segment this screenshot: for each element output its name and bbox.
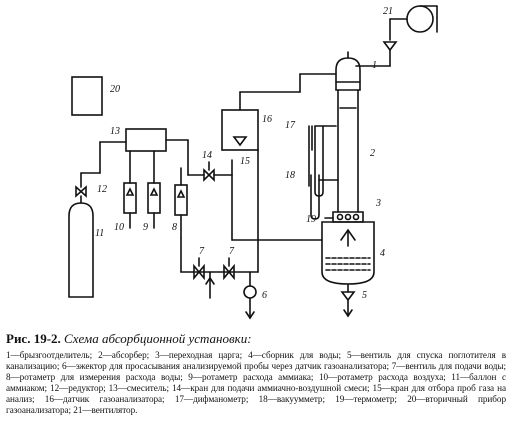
- mixer-box: [125, 128, 167, 152]
- water-collector: [321, 221, 375, 285]
- ejector: [243, 271, 257, 320]
- label-7b: 7: [229, 246, 235, 257]
- label-7a: 7: [199, 246, 205, 257]
- label-12: 12: [97, 184, 107, 195]
- label-14: 14: [202, 150, 212, 161]
- reducer-valve: [75, 141, 127, 198]
- label-10: 10: [114, 222, 124, 233]
- label-5: 5: [362, 290, 367, 301]
- label-3: 3: [375, 198, 381, 209]
- label-20: 20: [110, 84, 120, 95]
- vacuum-gauge: [310, 174, 339, 220]
- fan: [389, 5, 438, 41]
- valve-15: [232, 136, 248, 147]
- figure-title: Схема абсорбционной установки:: [64, 331, 252, 346]
- valve-7b: [223, 263, 235, 281]
- label-13: 13: [110, 126, 120, 137]
- figure-legend: 1—брызгоотделитель; 2—абсорбер; 3—перехо…: [6, 350, 506, 415]
- rotameter-air: [123, 150, 137, 229]
- label-1: 1: [372, 60, 377, 71]
- absorption-unit-diagram: 1 2 3 4 5 6 7 7 8 9 10 11 12 13 14 15 16…: [68, 5, 438, 320]
- label-18: 18: [285, 170, 295, 181]
- label-16: 16: [262, 114, 272, 125]
- label-8: 8: [172, 222, 177, 233]
- absorber-column: [337, 89, 359, 213]
- secondary-instrument-box: [71, 76, 103, 116]
- fan-valve: [382, 41, 398, 52]
- figure-caption: Рис. 19-2. Схема абсорбционной установки…: [6, 331, 506, 346]
- label-11: 11: [95, 228, 104, 239]
- drain-valve: [340, 291, 356, 302]
- figure-number: Рис. 19-2.: [6, 331, 61, 346]
- label-2: 2: [370, 148, 375, 159]
- rotameter-water: [174, 167, 188, 239]
- label-21: 21: [383, 6, 393, 17]
- transition-section: [332, 211, 364, 223]
- label-4: 4: [380, 248, 385, 259]
- label-17: 17: [285, 120, 296, 131]
- label-19: 19: [306, 214, 316, 225]
- label-9: 9: [143, 222, 148, 233]
- label-6: 6: [262, 290, 267, 301]
- valve-7a: [193, 263, 205, 281]
- differential-manometer: [308, 125, 337, 197]
- spray-separator: [335, 51, 361, 91]
- label-15: 15: [240, 156, 250, 167]
- valve-14: [203, 168, 215, 182]
- rotameter-ammonia: [147, 150, 161, 229]
- ammonia-cylinder: [68, 195, 94, 298]
